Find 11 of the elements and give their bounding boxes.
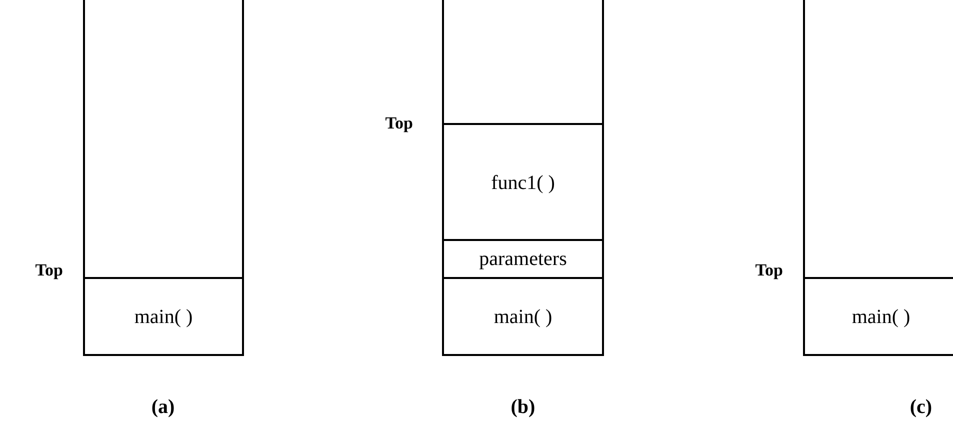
frame-label: func1( ): [491, 172, 555, 192]
frame-label: main( ): [494, 306, 552, 326]
top-label: Top: [755, 262, 783, 278]
panel-caption: (c): [910, 395, 932, 420]
frame-label: main( ): [134, 306, 193, 326]
panel-caption: (b): [510, 395, 536, 420]
top-label: Top: [35, 262, 63, 278]
frame-label: main( ): [852, 306, 910, 326]
panel-caption: (a): [151, 395, 175, 420]
top-label: Top: [385, 114, 413, 132]
frame-label: parameters: [479, 249, 567, 269]
